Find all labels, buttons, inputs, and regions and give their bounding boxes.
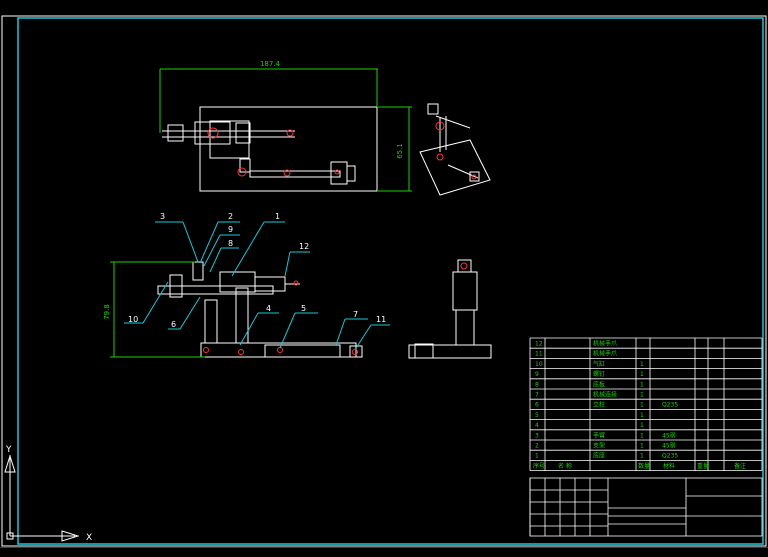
iso-view-red: [435, 121, 477, 180]
bom-row-qty: 1: [640, 392, 644, 399]
outer-frame: [1, 15, 767, 547]
ucs-icon: [4, 454, 80, 542]
bom-row-name: 螺钉: [593, 370, 605, 378]
dim-top-height: 65.1: [396, 143, 404, 159]
balloon-leaders: [124, 221, 390, 349]
bom-row-no: 12: [535, 341, 543, 348]
status-bar: [0, 547, 768, 557]
front-view-red: [203, 280, 358, 355]
top-view-cylinders: [162, 121, 356, 185]
balloon-4: 4: [266, 304, 271, 313]
balloon-1: 1: [275, 212, 280, 221]
front-dimensions: [110, 261, 205, 358]
bom-row-name: 机械手爪: [593, 340, 617, 348]
bom-row-material: 45钢: [662, 431, 676, 439]
bom-row-name: 支架: [593, 442, 605, 450]
bom-row-qty: 1: [640, 453, 644, 460]
bom-row-name: 底座: [593, 452, 605, 460]
bom-row-name: 底板: [593, 380, 605, 388]
balloon-3: 3: [160, 212, 165, 221]
bom-row-qty: 1: [640, 412, 644, 419]
bom-row-qty: 1: [640, 422, 644, 429]
balloon-7: 7: [353, 310, 358, 319]
balloon-6: 6: [171, 320, 176, 329]
bom-row-no: 7: [535, 392, 539, 399]
bom-header-material: 材料: [663, 462, 675, 470]
bom-row-no: 3: [535, 432, 539, 439]
bom-row-qty: 1: [640, 381, 644, 388]
front-view: [157, 261, 363, 358]
bom-row-name: 机械连接: [593, 391, 617, 399]
balloon-9: 9: [228, 225, 233, 234]
bom-row-no: 4: [535, 422, 539, 429]
bom-row-no: 2: [535, 443, 539, 450]
bom-row-no: 1: [535, 453, 539, 460]
bom-row-material: 45钢: [662, 442, 676, 450]
bom-row-name: 机械手爪: [593, 350, 617, 358]
bom-header-qty: 数量: [638, 462, 650, 470]
bom-row-no: 6: [535, 402, 539, 409]
iso-view: [419, 103, 491, 196]
bom-header-no: 序号: [533, 462, 545, 470]
bom-row-material: Q235: [662, 402, 678, 409]
bom-row-no: 10: [535, 361, 543, 368]
top-view-red: [207, 127, 340, 177]
balloon-11: 11: [376, 315, 386, 324]
balloon-10: 10: [128, 315, 138, 324]
side-view: [408, 259, 492, 359]
top-view: [199, 106, 378, 192]
balloon-2: 2: [228, 212, 233, 221]
bom-row-name: 立柱: [593, 401, 605, 409]
bom-header-name: 名 称: [558, 462, 572, 470]
top-dimensions: [159, 68, 412, 192]
bom-row-no: 5: [535, 412, 539, 419]
bom-row-name: 气缸: [593, 360, 605, 368]
bom-row-qty: 1: [640, 432, 644, 439]
bom-row-no: 8: [535, 381, 539, 388]
bom-row-no: 11: [535, 351, 543, 358]
bom-header-weight: 重量: [697, 462, 709, 470]
dim-front-height: 79.8: [103, 304, 111, 320]
balloon-8: 8: [228, 239, 233, 248]
bom-header-note: 备注: [734, 462, 746, 470]
bom-row-no: 9: [535, 371, 539, 378]
side-view-red: [460, 262, 468, 270]
dim-top-width: 187.4: [260, 60, 281, 68]
inner-border: [17, 17, 764, 545]
title-block: [529, 477, 763, 537]
ucs-x-label: X: [86, 533, 92, 543]
bom-row-qty: 1: [640, 402, 644, 409]
bom-row-qty: 1: [640, 361, 644, 368]
bom-row-qty: 1: [640, 443, 644, 450]
bom-row-material: Q235: [662, 453, 678, 460]
balloon-12: 12: [299, 242, 309, 251]
ucs-y-label: Y: [5, 445, 12, 455]
balloon-5: 5: [301, 304, 306, 313]
bom-row-name: 手臂: [593, 431, 605, 439]
bom-row-qty: 1: [640, 371, 644, 378]
bom-grid: [529, 337, 763, 472]
